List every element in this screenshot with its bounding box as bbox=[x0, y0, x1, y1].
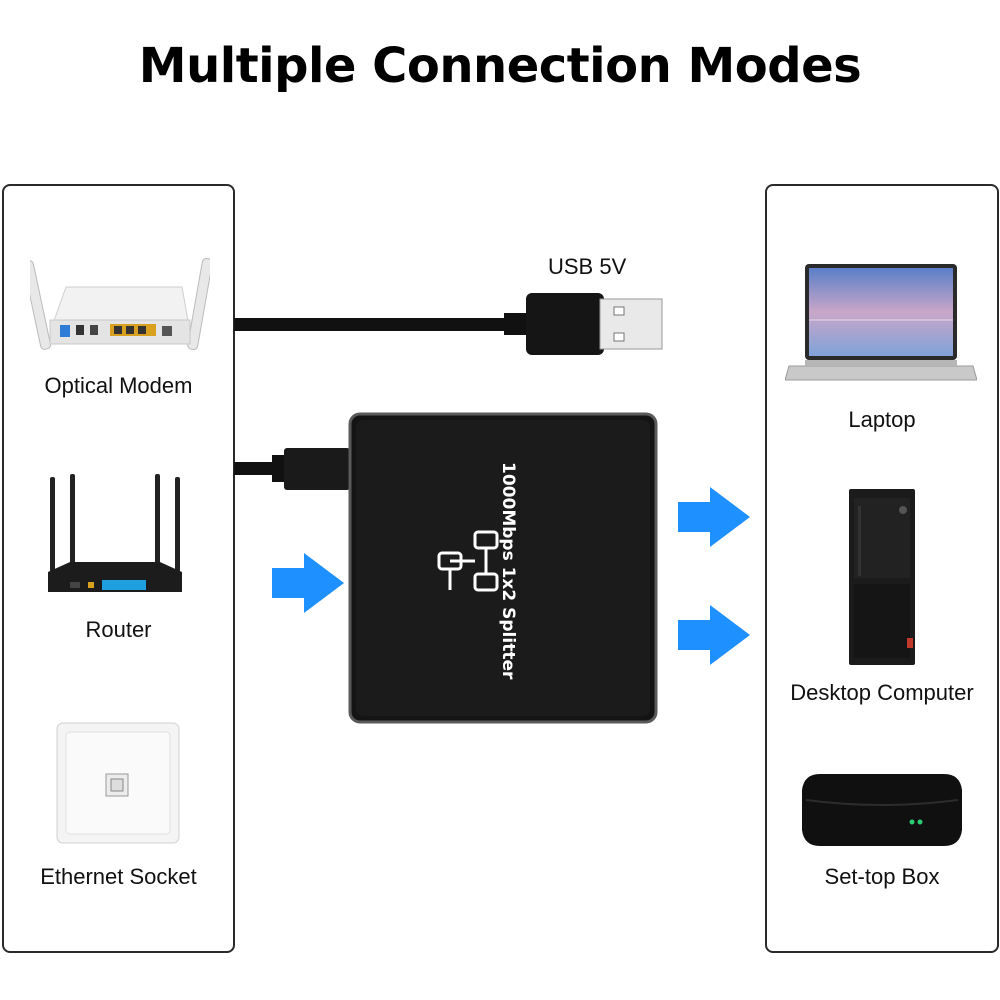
router-image bbox=[48, 474, 182, 592]
target-label-laptop: Laptop bbox=[848, 407, 916, 432]
ethernet-socket-image bbox=[56, 722, 180, 844]
usb-power-label: USB 5V bbox=[548, 254, 627, 279]
optical-modem-image bbox=[30, 257, 210, 351]
source-label-ethernet-socket: Ethernet Socket bbox=[40, 864, 197, 889]
splitter-device bbox=[348, 412, 658, 724]
ethernet-cable bbox=[234, 448, 350, 490]
set-top-box-image bbox=[802, 774, 962, 846]
usb-cable bbox=[234, 293, 663, 355]
input-arrow-icon bbox=[272, 553, 344, 613]
output-arrow-top-icon bbox=[678, 487, 750, 547]
output-arrow-bottom-icon bbox=[678, 605, 750, 665]
desktop-computer-image bbox=[849, 489, 915, 665]
laptop-image bbox=[785, 264, 977, 381]
source-label-router: Router bbox=[85, 617, 152, 642]
splitter-label: 1000Mbps 1x2 Splitter bbox=[498, 462, 518, 680]
target-label-desktop-computer: Desktop Computer bbox=[790, 680, 974, 705]
page-title: Multiple Connection Modes bbox=[138, 38, 862, 94]
source-label-optical-modem: Optical Modem bbox=[44, 373, 193, 398]
network-icon bbox=[437, 530, 499, 592]
target-label-set-top-box: Set-top Box bbox=[824, 864, 940, 889]
